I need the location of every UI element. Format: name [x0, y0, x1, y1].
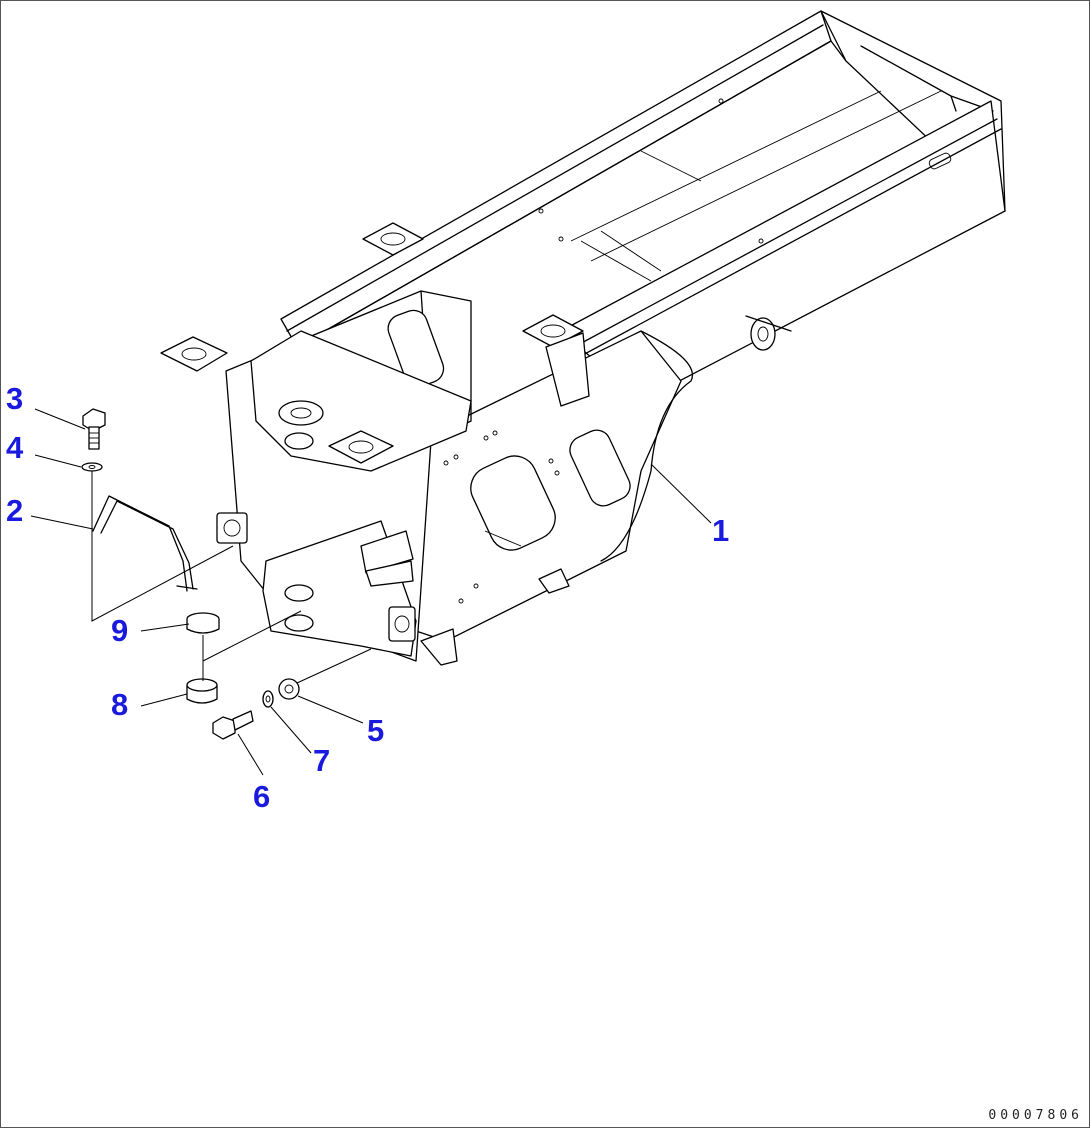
callout-4: 4: [6, 430, 24, 465]
bolt-part-6: [212, 710, 254, 740]
collar-part-5: [278, 678, 300, 700]
callout-2: 2: [6, 493, 23, 528]
callout-5: 5: [367, 713, 384, 748]
drawing-number: 00007806: [988, 1108, 1083, 1123]
callout-3: 3: [6, 381, 23, 416]
callout-8: 8: [111, 687, 128, 722]
rear-frame-part-1: [160, 10, 1006, 666]
plug-part-8: [186, 678, 218, 704]
washer-part-4: [81, 462, 103, 472]
callout-7: 7: [313, 743, 330, 778]
cap-part-9: [186, 612, 220, 634]
bolt-part-3: [82, 408, 106, 450]
callout-6: 6: [253, 779, 270, 814]
leader-lines: [30, 408, 712, 776]
callout-1: 1: [712, 513, 729, 548]
bracket-part-2: [92, 495, 198, 592]
washer-part-7: [262, 690, 274, 708]
callout-9: 9: [111, 613, 128, 648]
